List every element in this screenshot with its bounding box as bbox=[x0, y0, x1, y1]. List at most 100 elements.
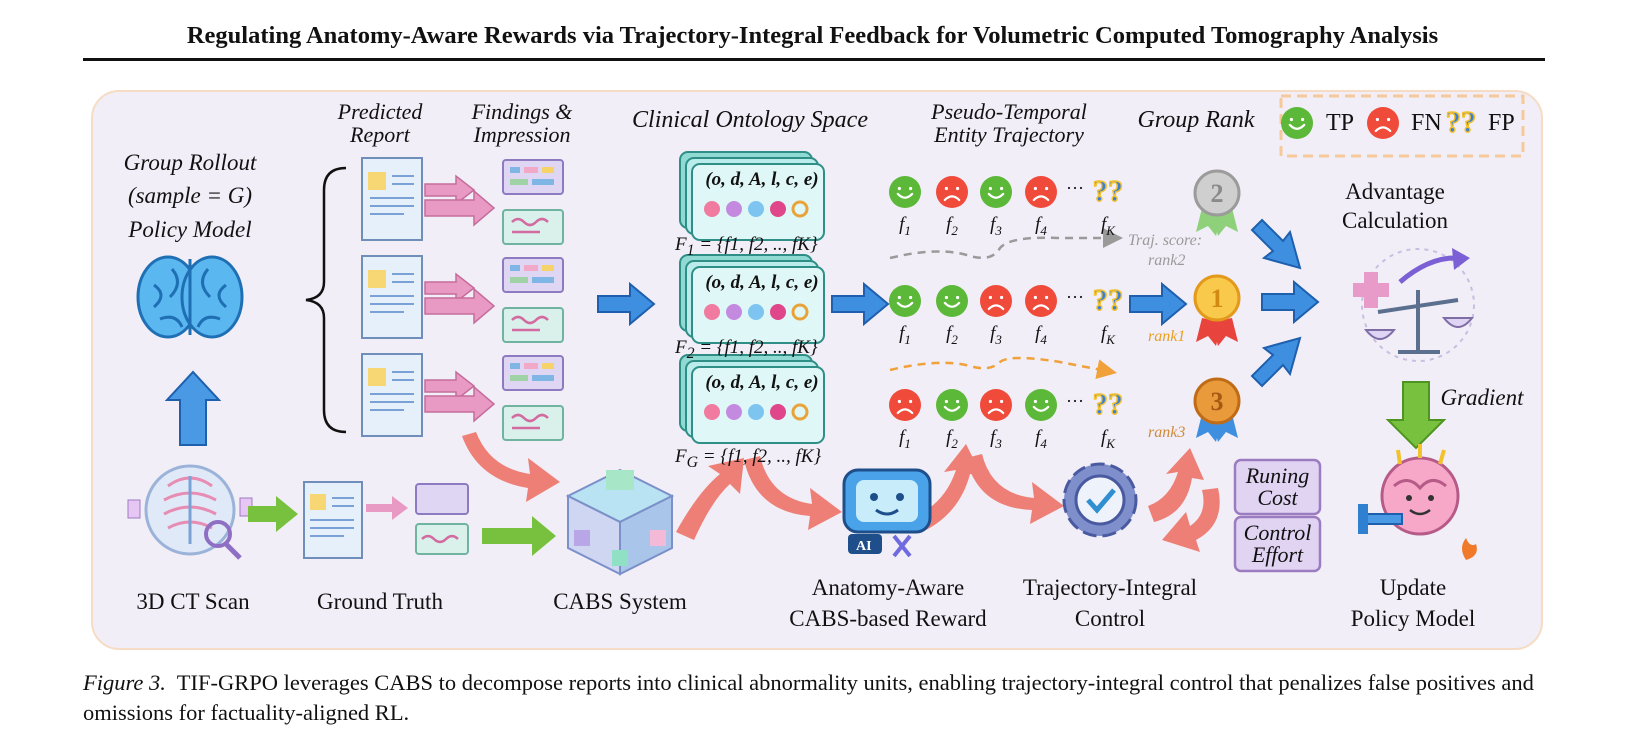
gradient-label: Gradient bbox=[1440, 385, 1524, 410]
trajectory-f-label: fK bbox=[1101, 427, 1115, 451]
control-effort-box bbox=[1233, 515, 1322, 573]
trajectory-f-label: f1 bbox=[899, 323, 911, 347]
green-arrow-icon bbox=[248, 496, 298, 532]
trajectory-f-label: f2 bbox=[946, 323, 958, 347]
trajectory-f-label: f3 bbox=[990, 214, 1002, 238]
trajectory-f-label: fK bbox=[1101, 323, 1115, 347]
trajectory-face-fn bbox=[889, 389, 921, 421]
svg-text:??: ?? bbox=[1093, 387, 1123, 421]
trajectory-f-label: f1 bbox=[899, 427, 911, 451]
trajectory-ellipsis: ··· bbox=[1066, 178, 1084, 198]
ontology-tuple: (o, d, A, l, c, e) bbox=[705, 272, 819, 293]
ct-scan-icon bbox=[127, 464, 253, 560]
green-arrow-icon bbox=[482, 516, 556, 556]
trajectory-f-label: f3 bbox=[990, 427, 1002, 451]
legend-box bbox=[1279, 94, 1525, 158]
medal-1-icon bbox=[1193, 274, 1241, 346]
ct-scan-label: 3D CT Scan bbox=[136, 589, 250, 614]
pink-arrow-icon bbox=[424, 174, 496, 423]
trajectory-f-label: f1 bbox=[899, 214, 911, 238]
trajectory-f-label: f4 bbox=[1035, 214, 1047, 238]
set-fg-label: FG = {f1, f2, .., fK} bbox=[675, 446, 822, 471]
ground-truth-doc bbox=[303, 481, 469, 559]
ontology-space-label: Clinical Ontology Space bbox=[632, 107, 868, 133]
medal-2-icon bbox=[1193, 169, 1241, 236]
blue-arrow-icon bbox=[1250, 218, 1302, 270]
robot-reward-icon bbox=[842, 468, 932, 558]
trajectory-face-tp bbox=[889, 285, 921, 317]
paper-title: Regulating Anatomy-Aware Rewards via Tra… bbox=[186, 22, 1439, 49]
trajectory-face-fn bbox=[1025, 176, 1057, 208]
figure-caption: Figure 3. TIF-GRPO leverages CABS to dec… bbox=[83, 668, 1548, 727]
brain-icon bbox=[136, 255, 244, 339]
findings-label: Findings &Impression bbox=[471, 99, 573, 148]
up-arrow-icon bbox=[164, 370, 222, 446]
runing-cost-box bbox=[1233, 458, 1322, 516]
trajectory-ellipsis: ··· bbox=[1066, 391, 1084, 411]
blue-arrow-icon bbox=[597, 281, 656, 327]
trajectory-f-label: f3 bbox=[990, 323, 1002, 347]
cabs-system-label: CABS System bbox=[553, 589, 687, 614]
rollout-brace bbox=[305, 166, 347, 434]
traj-score-label: Traj. score: bbox=[1128, 232, 1203, 249]
legend-fp-icon: ?? bbox=[1445, 105, 1477, 140]
legend-tp-icon bbox=[1281, 107, 1313, 139]
svg-text:??: ?? bbox=[1093, 283, 1123, 317]
legend-fp-label: FP bbox=[1488, 110, 1515, 136]
ai-badge-label: AI bbox=[856, 539, 872, 554]
ontology-tuple: (o, d, A, l, c, e) bbox=[705, 372, 819, 393]
trajectory-face-fp: ?? bbox=[1092, 174, 1124, 209]
ontology-tuple: (o, d, A, l, c, e) bbox=[705, 169, 819, 190]
trajectory-face-fn bbox=[980, 389, 1012, 421]
brain-dumbbell-icon bbox=[1358, 444, 1477, 560]
legend-tp-label: TP bbox=[1326, 110, 1355, 136]
legend-fn-label: FN bbox=[1411, 110, 1442, 136]
blue-arrow-icon bbox=[1261, 279, 1320, 325]
caption-text: TIF-GRPO leverages CABS to decompose rep… bbox=[83, 670, 1534, 725]
trajectory-face-fn bbox=[1025, 285, 1057, 317]
set-f2-label: F2 = {f1, f2, .., fK} bbox=[675, 337, 818, 362]
rank1-label: rank1 bbox=[1148, 328, 1186, 345]
gear-check-icon bbox=[1062, 462, 1138, 538]
trajectory-f-label: f4 bbox=[1035, 427, 1047, 451]
blue-arrow-icon bbox=[831, 281, 890, 327]
medal-3-number: 3 bbox=[1210, 387, 1224, 416]
svg-text:??: ?? bbox=[1093, 174, 1123, 208]
ground-truth-label: Ground Truth bbox=[317, 589, 443, 614]
set-f1-label: F1 = {f1, f2, .., fK} bbox=[675, 234, 818, 259]
trajectory-face-tp bbox=[980, 176, 1012, 208]
trajectory-face-tp bbox=[936, 389, 968, 421]
anatomy-icon bbox=[704, 200, 809, 421]
medal-1-number: 1 bbox=[1210, 284, 1224, 313]
trajectory-face-fn bbox=[936, 176, 968, 208]
caption-label: Figure 3. bbox=[83, 670, 166, 695]
trajectory-face-tp bbox=[936, 285, 968, 317]
trajectory-f-label: fK bbox=[1101, 214, 1115, 238]
legend-fn-icon bbox=[1367, 107, 1399, 139]
cabs-system-icon bbox=[565, 468, 675, 576]
scale-icon bbox=[1353, 248, 1475, 362]
trajectory-face-tp bbox=[1025, 389, 1057, 421]
medal-3-icon bbox=[1193, 377, 1241, 442]
blue-arrow-icon bbox=[1250, 336, 1302, 388]
medal-2-number: 2 bbox=[1210, 179, 1224, 208]
trajectory-face-fp: ?? bbox=[1092, 283, 1124, 318]
trajectory-ellipsis: ··· bbox=[1066, 287, 1084, 307]
rank2-label: rank2 bbox=[1148, 252, 1186, 269]
trajectory-f-label: f2 bbox=[946, 214, 958, 238]
salmon-arrow-icon bbox=[462, 432, 1220, 552]
group-rollout-label: Group Rollout (sample = G) Policy Model bbox=[123, 150, 257, 242]
trajectory-face-fn bbox=[980, 285, 1012, 317]
rank3-label: rank3 bbox=[1148, 424, 1186, 441]
green-arrow-icon bbox=[1385, 381, 1447, 450]
group-rank-label: Group Rank bbox=[1137, 107, 1255, 133]
